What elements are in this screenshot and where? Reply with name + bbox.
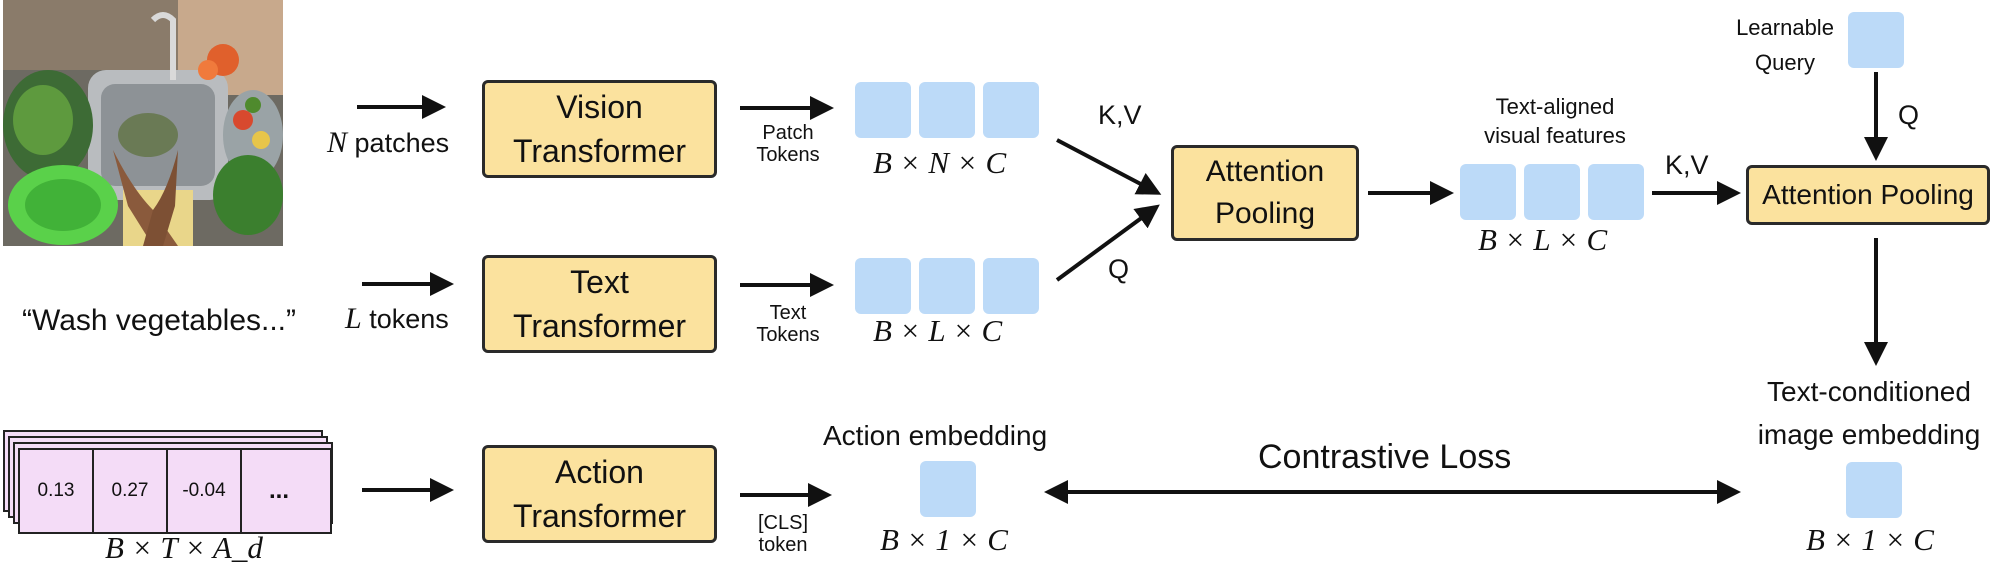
contrastive-loss-label: Contrastive Loss xyxy=(1258,438,1512,476)
text-tokens-label: Text Tokens xyxy=(756,302,820,346)
image-emb-shape-label: B × 1 × C xyxy=(1806,522,1934,557)
action-value-ellipsis: ... xyxy=(268,477,289,504)
text-aligned-label: Text-aligned visual features xyxy=(1484,94,1626,148)
action-value-1: 0.13 xyxy=(20,450,94,532)
token xyxy=(855,82,911,138)
token xyxy=(1460,164,1516,220)
action-input-shape: B × T × A_d xyxy=(105,530,263,565)
token xyxy=(1524,164,1580,220)
q-label-1: Q xyxy=(1108,254,1130,284)
cls-token-label: [CLS] token xyxy=(757,512,809,556)
vision-transformer-block: Vision Transformer xyxy=(482,80,717,178)
attention-pooling-block-1: Attention Pooling xyxy=(1171,145,1359,241)
q-label-2: Q xyxy=(1898,100,1920,130)
text-shape-label: B × L × C xyxy=(873,313,1003,348)
kv-label-2: K,V xyxy=(1665,150,1709,180)
action-value-3: -0.04 xyxy=(168,450,242,532)
l-tokens-label: L tokens xyxy=(345,302,449,335)
action-value-2: 0.27 xyxy=(94,450,168,532)
n-patches-label: N patches xyxy=(327,126,450,159)
arrow xyxy=(1055,204,1160,282)
patch-shape-label: B × N × C xyxy=(873,145,1007,180)
token xyxy=(983,82,1039,138)
learnable-query-token xyxy=(1848,12,1904,68)
token xyxy=(855,258,911,314)
text-prompt: “Wash vegetables...” xyxy=(22,304,296,337)
input-image xyxy=(3,0,283,246)
token xyxy=(919,82,975,138)
learnable-query-label: Learnable Query xyxy=(1736,15,1834,75)
action-values-row: 0.13 0.27 -0.04 ... xyxy=(18,448,332,534)
action-emb-shape-label: B × 1 × C xyxy=(880,522,1008,557)
arrow xyxy=(1056,138,1162,195)
token xyxy=(1588,164,1644,220)
action-embedding-token xyxy=(920,461,976,517)
token xyxy=(919,258,975,314)
action-transformer-block: Action Transformer xyxy=(482,445,717,543)
aligned-shape-label: B × L × C xyxy=(1478,222,1608,257)
text-conditioned-label: Text-conditioned image embedding xyxy=(1757,376,1981,450)
text-transformer-block: Text Transformer xyxy=(482,255,717,353)
patch-tokens-label: Patch Tokens xyxy=(756,122,820,166)
action-embedding-label: Action embedding xyxy=(823,420,1048,451)
attention-pooling-block-2: Attention Pooling xyxy=(1746,165,1990,225)
image-embedding-token xyxy=(1846,462,1902,518)
kv-label-1: K,V xyxy=(1098,100,1142,130)
token xyxy=(983,258,1039,314)
action-input-stack: 0.13 0.27 -0.04 ... xyxy=(3,430,343,542)
